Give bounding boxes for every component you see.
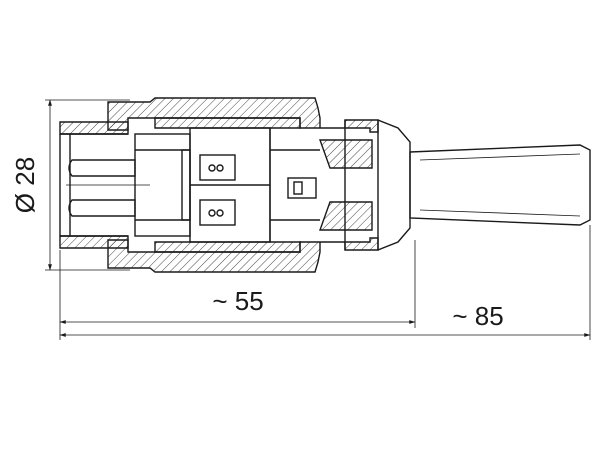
housing-lower <box>59 235 379 273</box>
housing-upper <box>59 97 379 135</box>
cable-boot <box>377 119 591 251</box>
cable-clamp <box>270 120 373 250</box>
insert-block <box>134 127 271 243</box>
diameter-dimension: Ø 28 <box>10 99 130 271</box>
contact-pins <box>66 159 150 217</box>
diameter-label: Ø 28 <box>10 157 40 213</box>
length-long-label: ~ 85 <box>452 301 503 331</box>
length-short-label: ~ 55 <box>212 286 263 316</box>
length-dimension-55: ~ 55 <box>59 240 416 340</box>
length-dimension-85: ~ 85 <box>59 225 591 340</box>
